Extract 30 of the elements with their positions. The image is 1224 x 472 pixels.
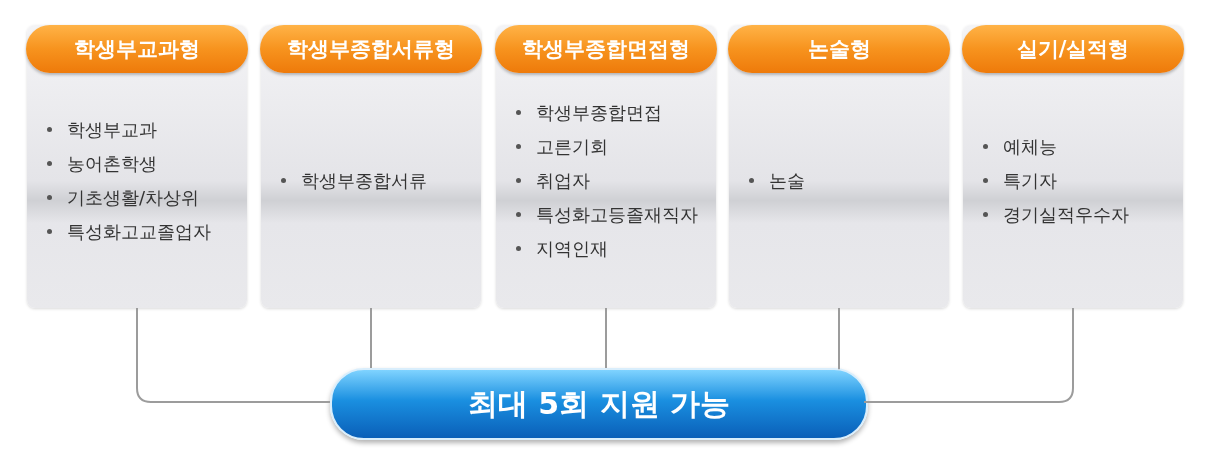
list-item: 학생부종합서류 <box>301 168 427 193</box>
list-item: 학생부교과 <box>67 117 157 142</box>
category-header: 학생부종합서류형 <box>260 25 482 73</box>
connector-line <box>136 307 331 403</box>
category-header: 논술형 <box>728 25 950 73</box>
list-item: 취업자 <box>536 168 590 193</box>
category-header: 학생부종합면접형 <box>495 25 717 73</box>
list-item: 기초생활/차상위 <box>67 185 200 210</box>
category-header: 실기/실적형 <box>962 25 1184 73</box>
category-card <box>963 25 1183 308</box>
list-item: 예체능 <box>1003 134 1057 159</box>
category-card <box>496 25 716 308</box>
category-card <box>729 25 949 308</box>
summary-pill: 최대 5회 지원 가능 <box>330 368 868 440</box>
connector-line <box>605 307 607 369</box>
list-item: 농어촌학생 <box>67 151 157 176</box>
list-item: 학생부종합면접 <box>536 100 662 125</box>
list-item: 특성화고등졸재직자 <box>536 202 698 227</box>
category-header: 학생부교과형 <box>26 25 248 73</box>
list-item: 특성화고교졸업자 <box>67 219 211 244</box>
connector-line <box>370 307 372 369</box>
connector-line <box>863 307 1074 403</box>
list-item: 고른기회 <box>536 134 608 159</box>
list-item: 논술 <box>769 168 805 193</box>
list-item: 지역인재 <box>536 236 608 261</box>
connector-line <box>838 307 840 371</box>
category-card <box>27 25 247 308</box>
category-card <box>261 25 481 308</box>
list-item: 특기자 <box>1003 168 1057 193</box>
list-item: 경기실적우수자 <box>1003 202 1129 227</box>
